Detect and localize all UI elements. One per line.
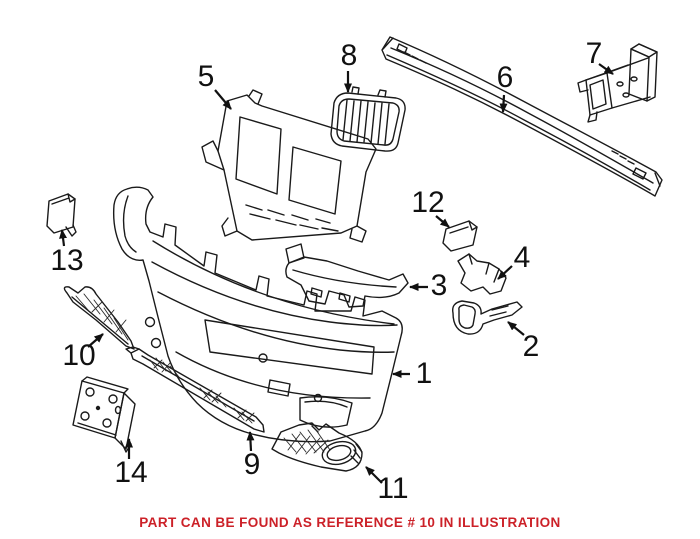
part-6-bumper-carrier-drawing xyxy=(381,36,663,197)
callout-label-9: 9 xyxy=(243,448,261,481)
callout-arrow-2 xyxy=(507,321,525,336)
callout-label-4: 4 xyxy=(513,241,531,274)
part-2-lower-bracket-drawing xyxy=(452,300,523,335)
callout-arrow-13 xyxy=(59,229,68,247)
callout-arrow-11 xyxy=(365,466,383,484)
illustration-caption: PART CAN BE FOUND AS REFERENCE # 10 IN I… xyxy=(139,515,561,530)
callout-label-5: 5 xyxy=(197,60,215,93)
part-10-side-grille-drawing xyxy=(63,286,135,350)
callout-label-1: 1 xyxy=(415,357,433,390)
part-13-tow-hook-cover-drawing xyxy=(46,193,77,237)
callout-label-8: 8 xyxy=(340,39,358,72)
callout-arrow-4 xyxy=(497,265,513,280)
part-14-license-plate-base-drawing xyxy=(72,376,136,453)
part-12-cover-clip-drawing xyxy=(442,220,478,252)
part-1-bumper-cover-drawing xyxy=(112,186,403,443)
part-11-fog-grille-drawing xyxy=(271,422,363,472)
callout-arrow-9 xyxy=(246,431,255,452)
callout-label-13: 13 xyxy=(50,244,84,277)
part-4-side-bracket-drawing xyxy=(457,253,507,295)
callout-label-7: 7 xyxy=(585,37,603,70)
part-7-crash-box-drawing xyxy=(577,43,658,123)
callout-label-14: 14 xyxy=(114,456,148,489)
callout-arrow-5 xyxy=(214,89,232,110)
callout-arrow-6 xyxy=(499,94,508,113)
part-5-front-panel-drawing xyxy=(201,89,377,243)
callout-arrow-10 xyxy=(87,333,104,348)
callout-label-6: 6 xyxy=(496,61,514,94)
callout-label-10: 10 xyxy=(62,339,96,372)
callout-arrows xyxy=(59,63,614,484)
callout-label-3: 3 xyxy=(430,269,448,302)
callout-arrow-7 xyxy=(598,63,614,75)
part-8-kidney-grille-drawing xyxy=(330,86,406,152)
callout-label-12: 12 xyxy=(411,186,445,219)
part-9-lower-grille-drawing xyxy=(125,346,265,433)
callout-label-11: 11 xyxy=(377,472,409,505)
callout-label-2: 2 xyxy=(522,330,540,363)
part-3-upper-bracket-drawing xyxy=(285,243,409,308)
callout-arrow-12 xyxy=(435,215,450,228)
